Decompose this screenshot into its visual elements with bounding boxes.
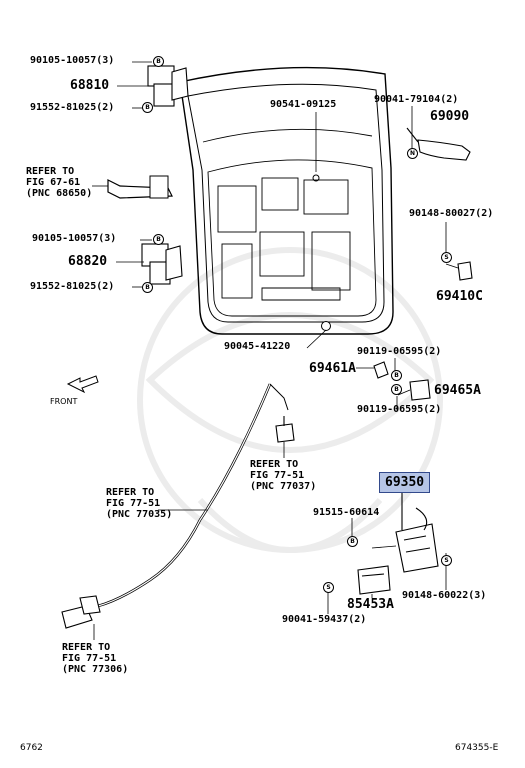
marker-bolt-5: B [391, 370, 402, 381]
marker-bolt-6: B [391, 384, 402, 395]
marker-nut: N [407, 148, 418, 159]
footer-illustration-code: 674355-E [455, 743, 499, 753]
callout-90119-06595-upper: 90119-06595(2) [357, 346, 442, 357]
callout-90148-60022: 90148-60022(3) [402, 590, 487, 601]
footer-page-number: 6762 [20, 743, 43, 753]
callout-85453a: 85453A [347, 597, 394, 612]
callout-90105-10057-lower: 90105-10057(3) [32, 233, 117, 244]
plug-90045-41220 [321, 321, 331, 331]
marker-bolt-2: B [142, 102, 153, 113]
outside-handle-77306 [61, 595, 101, 629]
callout-69465a: 69465A [434, 383, 481, 398]
inside-handle-69090 [406, 127, 471, 161]
callout-90041-59437: 90041-59437(2) [282, 614, 367, 625]
lock-assembly-69350 [395, 490, 439, 573]
watermark-emblem [137, 247, 443, 553]
bumper-69410c [457, 261, 473, 281]
callout-68810: 68810 [70, 78, 110, 93]
upper-hinge-68810 [147, 65, 189, 107]
callout-91552-81025-upper: 91552-81025(2) [30, 102, 115, 113]
refer-to-fig-77-51-77306: REFER TO FIG 77-51 (PNC 77306) [62, 642, 129, 675]
callout-91515-60614: 91515-60614 [313, 507, 380, 518]
callout-90045-41220: 90045-41220 [224, 341, 291, 352]
callout-90148-80027: 90148-80027(2) [409, 208, 494, 219]
callout-69090: 69090 [430, 109, 470, 124]
callout-69410c: 69410C [436, 289, 483, 304]
callout-69461a: 69461A [309, 361, 356, 376]
front-direction-label: FRONT [50, 397, 78, 406]
callout-90541-09125: 90541-09125 [270, 99, 337, 110]
marker-bolt-4: B [142, 282, 153, 293]
callout-91552-81025-lower: 91552-81025(2) [30, 281, 115, 292]
marker-bolt-7: B [347, 536, 358, 547]
front-direction-arrow [66, 375, 99, 394]
callout-90105-10057-upper: 90105-10057(3) [30, 55, 115, 66]
callout-69350-highlighted[interactable]: 69350 [379, 472, 431, 493]
door-stay-68650 [107, 175, 173, 199]
back-door-panel [179, 66, 394, 335]
cable-bracket-77037 [275, 416, 295, 443]
marker-bolt-3: B [153, 234, 164, 245]
refer-to-fig-77-51-77035: REFER TO FIG 77-51 (PNC 77035) [106, 487, 173, 520]
marker-screw-2: S [441, 555, 452, 566]
marker-screw-3: S [323, 582, 334, 593]
striker-69461a [373, 361, 389, 379]
refer-to-fig-67-61: REFER TO FIG 67-61 (PNC 68650) [26, 166, 93, 199]
callout-68820: 68820 [68, 254, 108, 269]
leader-lines [92, 61, 459, 640]
callout-90041-79104: 90041-79104(2) [374, 94, 459, 105]
actuator-85453a [357, 565, 391, 595]
marker-bolt-1: B [153, 56, 164, 67]
lower-hinge-68820 [141, 243, 183, 285]
marker-screw-1: S [441, 252, 452, 263]
striker-69465a [409, 379, 431, 401]
refer-to-fig-77-51-77037: REFER TO FIG 77-51 (PNC 77037) [250, 459, 317, 492]
callout-90119-06595-lower: 90119-06595(2) [357, 404, 442, 415]
